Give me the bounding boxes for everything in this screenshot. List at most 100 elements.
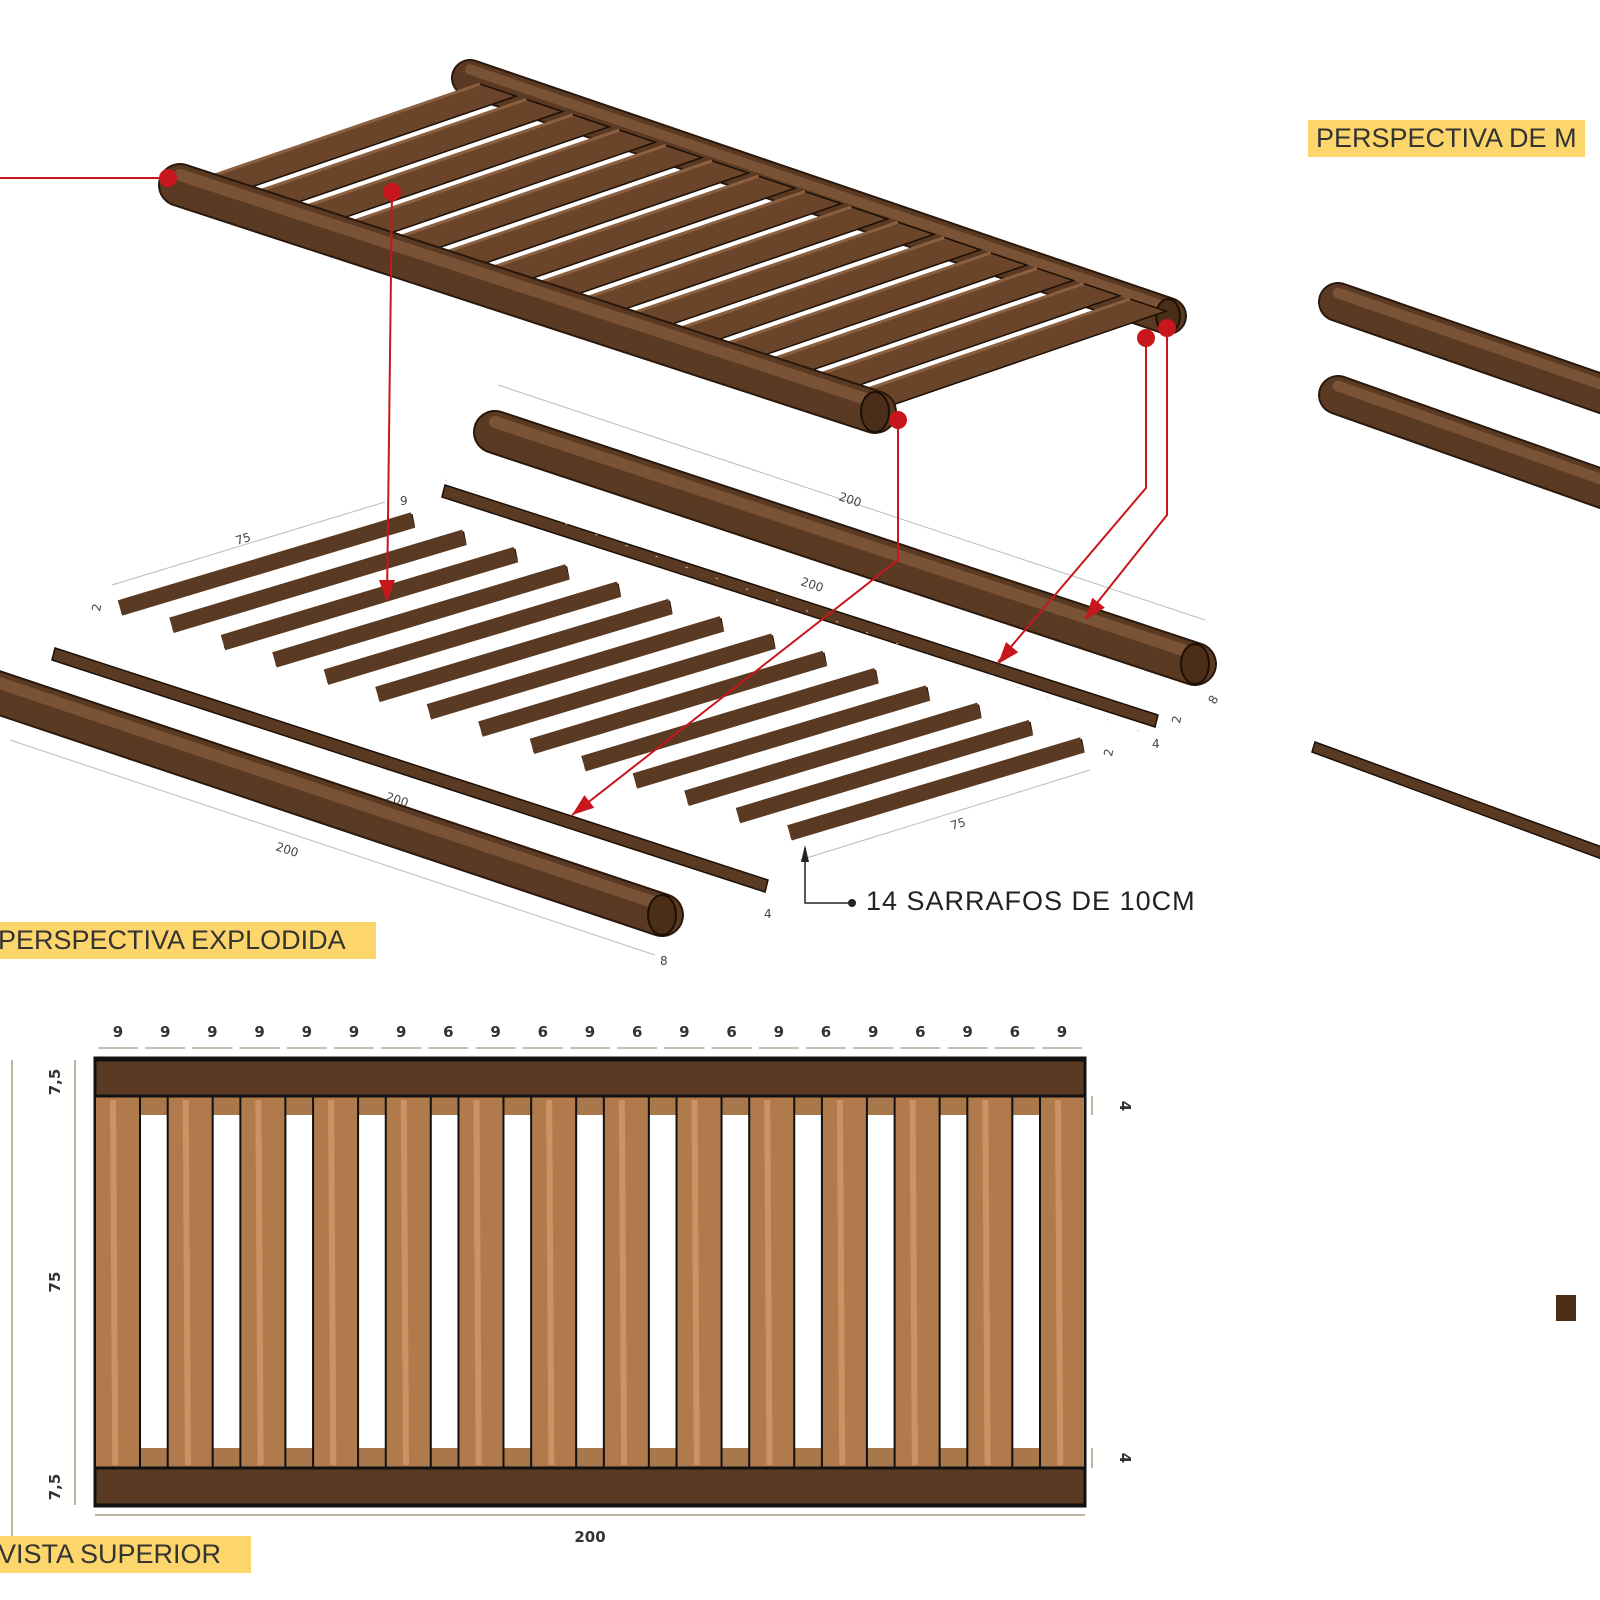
top-slat-grain	[1055, 1099, 1064, 1466]
right-rail	[1311, 741, 1600, 860]
dim-side-top: 4	[1116, 1101, 1134, 1111]
top-dim-label: 6	[726, 1023, 736, 1041]
callout-dot	[1158, 319, 1176, 337]
exploded-back-log	[475, 412, 1215, 684]
dim-log-diameter: 8	[1205, 693, 1221, 707]
exploded-slat	[117, 512, 416, 616]
top-dim-label: 6	[538, 1023, 548, 1041]
dim-rail-top: 7,5	[46, 1069, 64, 1096]
slat-assembled-edge	[710, 251, 992, 351]
arrow-head	[1085, 597, 1105, 620]
top-slat-grain	[400, 1099, 410, 1466]
slat-assembled-edge	[385, 144, 667, 243]
note-leader-arrow	[801, 845, 809, 862]
exploded-slat	[478, 633, 776, 737]
slat-assembled-edge	[199, 82, 481, 182]
back-log-highlight	[464, 64, 1174, 313]
exploded-back-log-end	[1180, 643, 1210, 685]
dim-slat-length: 75	[234, 530, 253, 548]
dim-log-length: 200	[837, 490, 863, 510]
top-dim-label: 6	[443, 1023, 453, 1041]
top-dim-label: 6	[821, 1023, 831, 1041]
exploded-slat	[169, 529, 467, 633]
callout-dot	[1137, 329, 1155, 347]
right-log-1-highlight	[1332, 287, 1600, 390]
front-log-highlight	[174, 169, 881, 408]
slat-assembled-edge	[803, 282, 1085, 382]
top-slat-grain	[255, 1099, 264, 1466]
callout-dot	[383, 183, 401, 201]
front-log-end	[860, 391, 890, 433]
top-dim-label: 6	[915, 1023, 925, 1041]
arrow-back-log	[1084, 328, 1168, 619]
slat-assembled-edge	[245, 97, 527, 197]
top-dim-label: 9	[396, 1023, 406, 1041]
exploded-perspective	[0, 384, 1217, 956]
red-callout-arrows	[0, 169, 1176, 907]
note-leader-dot	[848, 899, 856, 907]
dim-line-slat-2	[799, 769, 1091, 861]
arrow-back-rail	[997, 338, 1147, 663]
exploded-slat	[787, 737, 1085, 841]
top-slat-grain	[836, 1099, 846, 1466]
top-dim-label: 9	[207, 1023, 217, 1041]
top-slat-grain	[982, 1099, 991, 1466]
top-dim-label: 9	[302, 1023, 312, 1041]
dim-middle: 75	[46, 1272, 64, 1293]
exploded-slat	[375, 598, 673, 703]
dim-line-log	[497, 384, 1206, 621]
arrow-slat	[386, 191, 393, 601]
dim-rail-height-2: 4	[764, 907, 772, 921]
exploded-slat	[632, 685, 931, 789]
dim-thickness-2: 2	[1101, 748, 1116, 758]
slat-assembled-edge	[617, 220, 899, 320]
top-dim-label: 9	[774, 1023, 784, 1041]
slat-assembled-edge	[663, 236, 945, 335]
exploded-slat	[220, 546, 519, 651]
dim-rail-length-2: 200	[384, 790, 410, 810]
dim-rail-height: 4	[1152, 737, 1160, 751]
top-dim-label: 9	[490, 1023, 500, 1041]
dim-slat-gap: 9	[400, 494, 408, 508]
exploded-front-rail	[51, 647, 769, 893]
top-slat-grain	[110, 1099, 119, 1466]
exploded-slat	[323, 581, 622, 685]
exploded-slat	[272, 564, 570, 668]
exploded-slat	[426, 616, 725, 720]
callout-dot	[159, 169, 177, 187]
dim-rail-bottom: 7,5	[46, 1474, 64, 1501]
exploded-slat	[529, 650, 828, 755]
right-perspective-partial	[1311, 282, 1600, 1321]
arrow-head	[998, 642, 1019, 664]
top-slat-grain	[473, 1099, 482, 1466]
exploded-front-log-highlight	[0, 677, 668, 911]
top-slat-grain	[764, 1099, 773, 1466]
top-dim-label: 9	[349, 1023, 359, 1041]
slat-assembled-edge	[756, 266, 1038, 366]
exploded-front-log-end	[647, 894, 677, 936]
arrow-front-rail	[571, 420, 899, 816]
top-rail	[93, 1058, 1087, 1098]
top-dim-label: 9	[1057, 1023, 1067, 1041]
top-dim-label: 6	[632, 1023, 642, 1041]
exploded-slat	[684, 702, 982, 806]
exploded-slat	[581, 668, 879, 772]
top-dim-label: 6	[1010, 1023, 1020, 1041]
top-dim-label: 9	[585, 1023, 595, 1041]
top-slat-grain	[909, 1099, 918, 1466]
slat-assembled-edge	[338, 128, 620, 228]
dim-side-bottom: 4	[1116, 1453, 1134, 1463]
dim-log-diameter-2: 8	[660, 954, 668, 968]
label-perspective-right: PERSPECTIVA DE M	[1308, 120, 1585, 157]
exploded-back-rail	[441, 484, 1159, 728]
front-log	[160, 165, 895, 432]
slat-assembled-edge	[292, 113, 574, 213]
dim-thickness-3: 2	[1169, 715, 1184, 725]
slat-assembled-edge	[849, 297, 1131, 397]
slat-assembled-edge	[570, 205, 852, 305]
label-exploded: PERSPECTIVA EXPLODIDA	[0, 922, 376, 959]
dim-line-front-log	[9, 739, 656, 956]
